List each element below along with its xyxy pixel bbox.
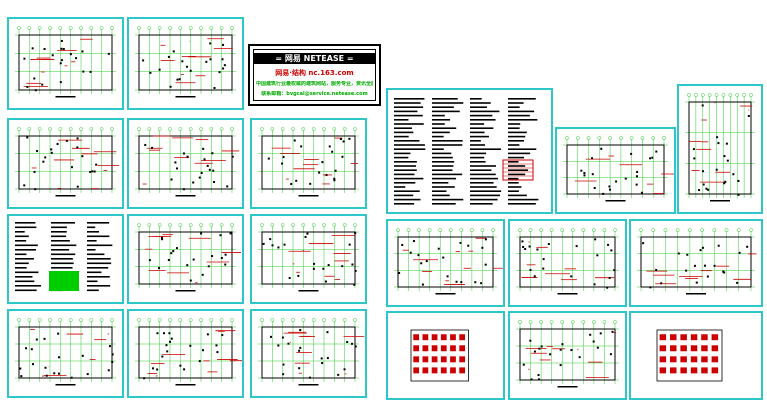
drawing-sheet-17[interactable] <box>629 219 763 307</box>
banner-inner-frame: = 网易 NETEASE = 网易·结构 nc.163.com 中国建筑行业最权… <box>253 49 376 101</box>
sheet-drawing <box>135 127 240 197</box>
drawing-sheet-2[interactable] <box>127 17 244 110</box>
drawing-sheet-1[interactable] <box>7 17 124 110</box>
drawing-sheet-18[interactable] <box>386 311 505 400</box>
banner-title: = 网易 NETEASE = <box>254 53 375 64</box>
sheet-drawing <box>135 26 236 98</box>
sheet-drawing <box>394 98 539 205</box>
sheet-drawing <box>410 329 469 382</box>
sheet-drawing <box>394 228 503 295</box>
sheet-drawing <box>656 329 723 382</box>
sheet-drawing <box>135 318 242 386</box>
drawing-sheet-8[interactable] <box>250 214 367 304</box>
drawing-sheet-19[interactable] <box>508 311 627 400</box>
sheet-drawing <box>258 318 365 386</box>
drawing-sheet-13[interactable] <box>555 127 676 214</box>
banner-subtitle: 网易·结构 nc.163.com <box>275 69 354 77</box>
sheet-drawing <box>563 136 674 202</box>
drawing-sheet-3[interactable] <box>7 118 124 209</box>
sheet-drawing <box>15 318 116 386</box>
drawing-sheet-15[interactable] <box>386 219 505 307</box>
sheet-drawing <box>637 228 757 295</box>
drawing-sheet-9[interactable] <box>7 309 124 398</box>
banner-line-2: 联系邮箱：bvgcal@service.netease.com <box>261 91 368 97</box>
sheet-drawing <box>135 223 242 292</box>
sheet-drawing <box>685 93 755 202</box>
drawing-sheet-7[interactable] <box>127 214 244 304</box>
drawing-sheet-16[interactable] <box>508 219 627 307</box>
banner-line-1: 中国建筑行业最权威的建筑网站，服务专业，资讯全面 <box>256 81 373 87</box>
drawing-sheet-10[interactable] <box>127 309 244 398</box>
drawing-sheet-12[interactable] <box>386 88 553 214</box>
sheet-drawing <box>15 127 120 197</box>
drawing-sheet-5[interactable] <box>250 118 367 209</box>
sheet-drawing <box>258 127 359 197</box>
sheet-drawing <box>516 228 619 295</box>
drawing-sheet-6[interactable] <box>7 214 124 304</box>
sheet-drawing <box>15 222 113 292</box>
drawing-sheet-11[interactable] <box>250 309 367 398</box>
sheet-drawing <box>258 223 359 292</box>
drawing-sheet-20[interactable] <box>629 311 763 400</box>
netease-banner[interactable]: = 网易 NETEASE = 网易·结构 nc.163.com 中国建筑行业最权… <box>248 44 381 106</box>
sheet-drawing <box>516 320 619 388</box>
sheet-drawing <box>15 26 116 98</box>
drawing-sheet-4[interactable] <box>127 118 244 209</box>
drawing-sheet-14[interactable] <box>677 84 763 214</box>
